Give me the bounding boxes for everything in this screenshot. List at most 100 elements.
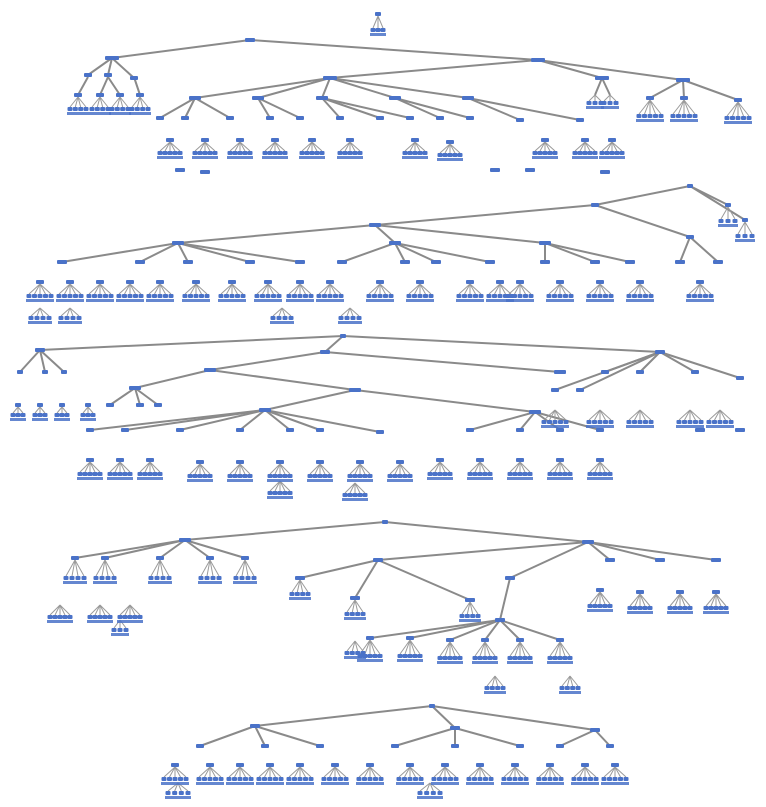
leaf-node	[517, 294, 523, 298]
leaf-node	[547, 656, 553, 660]
leaf-node	[152, 472, 158, 476]
leaf-token-row	[506, 299, 534, 302]
phrase-node	[636, 590, 644, 594]
leaf-edge	[61, 406, 68, 414]
leaf-edge	[119, 461, 131, 473]
leaf-node	[342, 151, 348, 155]
leaf-token-row	[357, 659, 383, 662]
leaf-node	[218, 777, 224, 781]
phrase-node	[476, 458, 484, 462]
leaf-token-row	[146, 299, 174, 302]
leaf-edge	[269, 766, 282, 778]
leaf-edge	[351, 640, 356, 652]
leaf-node	[107, 615, 113, 619]
leaf-token-row	[735, 239, 755, 242]
leaf-node	[63, 576, 69, 580]
leaf-node	[256, 777, 262, 781]
leaf-edge	[299, 579, 304, 593]
leaf-token-row	[437, 661, 463, 664]
leaf-edge	[514, 766, 521, 778]
phrase-node	[331, 763, 339, 767]
leaf-node	[233, 576, 239, 580]
leaf-token-row	[735, 428, 745, 432]
tree-edge	[559, 729, 596, 747]
leaf-node	[517, 472, 523, 476]
leaf-edge	[494, 675, 499, 687]
leaf-node	[360, 612, 366, 616]
phrase-node	[84, 73, 92, 77]
phrase-node	[446, 140, 454, 144]
leaf-node	[456, 294, 462, 298]
leaf-node	[352, 474, 358, 478]
leaf-edge	[678, 99, 685, 115]
tree-edge	[374, 204, 596, 226]
leaf-node	[267, 151, 273, 155]
leaf-node	[607, 101, 613, 105]
tree-edge	[377, 541, 589, 561]
phrase-node	[591, 203, 599, 207]
leaf-node	[352, 493, 358, 497]
leaf-node	[343, 777, 349, 781]
leaf-token-row	[397, 659, 423, 662]
leaf-node	[193, 294, 199, 298]
phrase-node	[596, 588, 604, 592]
leaf-edge	[69, 283, 76, 295]
leaf-node	[528, 294, 534, 298]
leaf-edge	[561, 675, 571, 687]
leaf-node	[64, 316, 70, 320]
leaf-node	[40, 316, 46, 320]
phrase-node	[96, 280, 104, 284]
phrase-node	[431, 260, 441, 264]
leaf-node	[111, 576, 117, 580]
leaf-edge	[594, 591, 601, 605]
leaf-token-row	[472, 661, 498, 664]
leaf-edge	[669, 593, 681, 607]
tree-edge	[179, 409, 266, 431]
leaf-edge	[539, 141, 546, 152]
leaf-edge	[354, 482, 361, 494]
leaf-node	[67, 294, 73, 298]
leaf-edge	[559, 461, 566, 473]
leaf-edge	[124, 283, 131, 295]
leaf-node	[344, 612, 350, 616]
leaf-node	[247, 151, 253, 155]
phrase-node	[236, 460, 244, 464]
leaf-node	[658, 114, 664, 118]
tree-edge	[177, 224, 376, 244]
tree-edge	[77, 76, 89, 96]
leaf-node	[251, 576, 257, 580]
phrase-node	[57, 260, 67, 264]
leaf-node	[165, 791, 171, 795]
phrase-node	[742, 218, 748, 222]
leaf-node	[552, 151, 558, 155]
leaf-edge	[399, 463, 411, 475]
leaf-node	[713, 606, 719, 610]
phrase-node	[42, 370, 48, 374]
leaf-token-row	[467, 477, 493, 480]
leaf-edge	[59, 604, 71, 616]
leaf-token-row	[366, 299, 394, 302]
leaf-edge	[491, 675, 496, 687]
leaf-node	[207, 474, 213, 478]
leaf-edge	[163, 766, 176, 778]
tree-edge	[377, 559, 471, 601]
leaf-node	[586, 294, 592, 298]
leaf-edge	[199, 141, 206, 152]
phrase-node	[252, 96, 264, 100]
leaf-node	[292, 777, 297, 781]
leaf-token-row	[600, 170, 610, 174]
tree-edge	[354, 559, 379, 599]
leaf-token-row	[525, 168, 535, 172]
leaf-node	[319, 151, 325, 155]
tree-edge	[264, 389, 356, 411]
tree-edge	[587, 541, 611, 561]
tree-edge	[394, 97, 441, 119]
tree-edge	[499, 619, 521, 641]
tree-edge	[341, 242, 396, 263]
leaf-edge	[678, 409, 691, 421]
phrase-node	[316, 744, 324, 748]
leaf-node	[289, 592, 295, 596]
leaf-node	[147, 472, 153, 476]
leaf-edge	[358, 766, 371, 778]
leaf-node	[307, 474, 313, 478]
